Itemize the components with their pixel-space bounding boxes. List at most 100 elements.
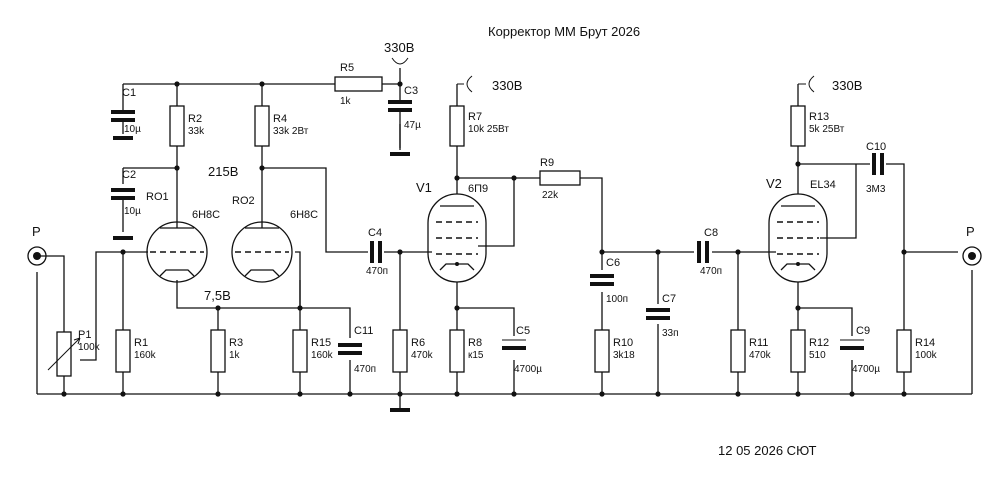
ref-label: C1 [122, 87, 136, 99]
diagram-footer-date: 12 05 2026 СЮТ [718, 443, 816, 458]
ref-label: R9 [540, 157, 554, 169]
ref-label: R12 [809, 337, 829, 349]
ref-label: C7 [662, 293, 676, 305]
capacitor-c6: C6 100п [590, 257, 628, 305]
value-label: 470п [354, 364, 376, 375]
supply-voltage-label: 330В [384, 40, 414, 55]
value-label: 10µ [124, 124, 141, 135]
resistor-r10: R10 3k18 [594, 329, 635, 373]
capacitor-c2: C2 10µ [111, 169, 141, 232]
resistor-r11: R11 470k [730, 329, 772, 373]
resistor-r4: R4 33k 2Вт [254, 105, 309, 147]
ref-label: R6 [411, 337, 425, 349]
capacitor-c4: C4 470п [366, 227, 388, 277]
value-label: 100п [606, 294, 628, 305]
resistor-r8: R8 к15 [449, 329, 484, 373]
ref-label: C5 [516, 325, 530, 337]
value-label: 33k 2Вт [273, 126, 309, 137]
value-label: 100k [915, 350, 938, 361]
ref-label: R1 [134, 337, 148, 349]
resistor-r1: R1 160k [115, 329, 157, 373]
tube-ref-label: RO2 [232, 195, 255, 207]
capacitor-c10: C10 3М3 [866, 141, 886, 195]
ref-label: R15 [311, 337, 331, 349]
ref-label: R10 [613, 337, 633, 349]
tube-ro1: RO1 6Н8С [146, 191, 220, 283]
output-connector: P [962, 224, 982, 266]
supply-terminal-3: 330В [798, 75, 862, 93]
resistor-r9: R9 22k [539, 157, 581, 201]
value-label: 1k [229, 350, 241, 361]
tube-type-label: 6Н8С [290, 209, 318, 221]
capacitor-c9: C9 4700µ [840, 325, 880, 375]
value-label: 1k [340, 96, 352, 107]
ref-label: R11 [749, 337, 768, 349]
value-label: 3k18 [613, 350, 635, 361]
ref-label: R13 [809, 111, 829, 123]
potentiometer-p1: P1 100k [47, 329, 101, 377]
value-label: 33п [662, 328, 679, 339]
ref-label: C6 [606, 257, 620, 269]
resistor-r13: R13 5k 25Вт [790, 105, 845, 147]
tube-ro2: RO2 6Н8С [231, 195, 318, 283]
supply-voltage-label: 330В [492, 78, 522, 93]
supply-voltage-label: 330В [832, 78, 862, 93]
capacitor-c7: C7 33п [646, 293, 679, 339]
ref-label: R4 [273, 113, 287, 125]
input-connector: P [27, 224, 47, 266]
supply-terminal-2: 330В [457, 75, 522, 93]
capacitor-c11: C11 470п [338, 325, 376, 375]
value-label: 100k [78, 342, 101, 353]
capacitor-c3: C3 47µ [388, 85, 421, 148]
ref-label: C8 [704, 227, 718, 239]
ref-label: R7 [468, 111, 482, 123]
value-label: 10k 25Вт [468, 124, 509, 135]
ref-label: C11 [354, 325, 373, 337]
ref-label: R14 [915, 337, 935, 349]
resistor-r14: R14 100k [896, 329, 938, 373]
node-voltage-215: 215В [208, 164, 238, 179]
value-label: 470п [700, 266, 722, 277]
value-label: 160k [134, 350, 157, 361]
value-label: 33k [188, 126, 205, 137]
output-connector-label: P [966, 224, 975, 239]
tube-type-label: 6П9 [468, 183, 488, 195]
ref-label: C3 [404, 85, 418, 97]
value-label: к15 [468, 350, 484, 361]
value-label: 22k [542, 190, 559, 201]
junction-dots [61, 81, 907, 397]
value-label: 160k [311, 350, 334, 361]
capacitor-c8: C8 470п [697, 227, 722, 277]
tube-v1: V1 6П9 [416, 180, 488, 283]
value-label: 470k [411, 350, 434, 361]
resistor-r5: R5 1k [334, 62, 383, 107]
ref-label: R3 [229, 337, 243, 349]
wires [36, 68, 973, 408]
value-label: 3М3 [866, 184, 886, 195]
resistor-r2: R2 33k [169, 105, 205, 147]
resistor-r7: R7 10k 25Вт [449, 105, 509, 147]
resistor-r12: R12 510 [790, 329, 829, 373]
tube-type-label: 6Н8С [192, 209, 220, 221]
tube-v2: V2 EL34 [766, 176, 836, 283]
tube-ref-label: RO1 [146, 191, 169, 203]
ref-label: C9 [856, 325, 870, 337]
diagram-title: Корректор ММ Брут 2026 [488, 24, 640, 39]
ref-label: R8 [468, 337, 482, 349]
tube-type-label: EL34 [810, 179, 836, 191]
ref-label: C4 [368, 227, 382, 239]
capacitor-c5: C5 4700µ [502, 325, 542, 375]
node-voltage-7-5: 7,5В [204, 288, 231, 303]
value-label: 10µ [124, 206, 141, 217]
value-label: 47µ [404, 120, 421, 131]
supply-terminal-1: 330В [384, 40, 414, 65]
tube-ref-label: V2 [766, 176, 782, 191]
resistor-r3: R3 1k [210, 329, 243, 373]
resistor-r15: R15 160k [292, 329, 334, 373]
value-label: 470k [749, 350, 772, 361]
value-label: 5k 25Вт [809, 124, 845, 135]
capacitor-c1: C1 10µ [111, 87, 141, 140]
tube-ref-label: V1 [416, 180, 432, 195]
